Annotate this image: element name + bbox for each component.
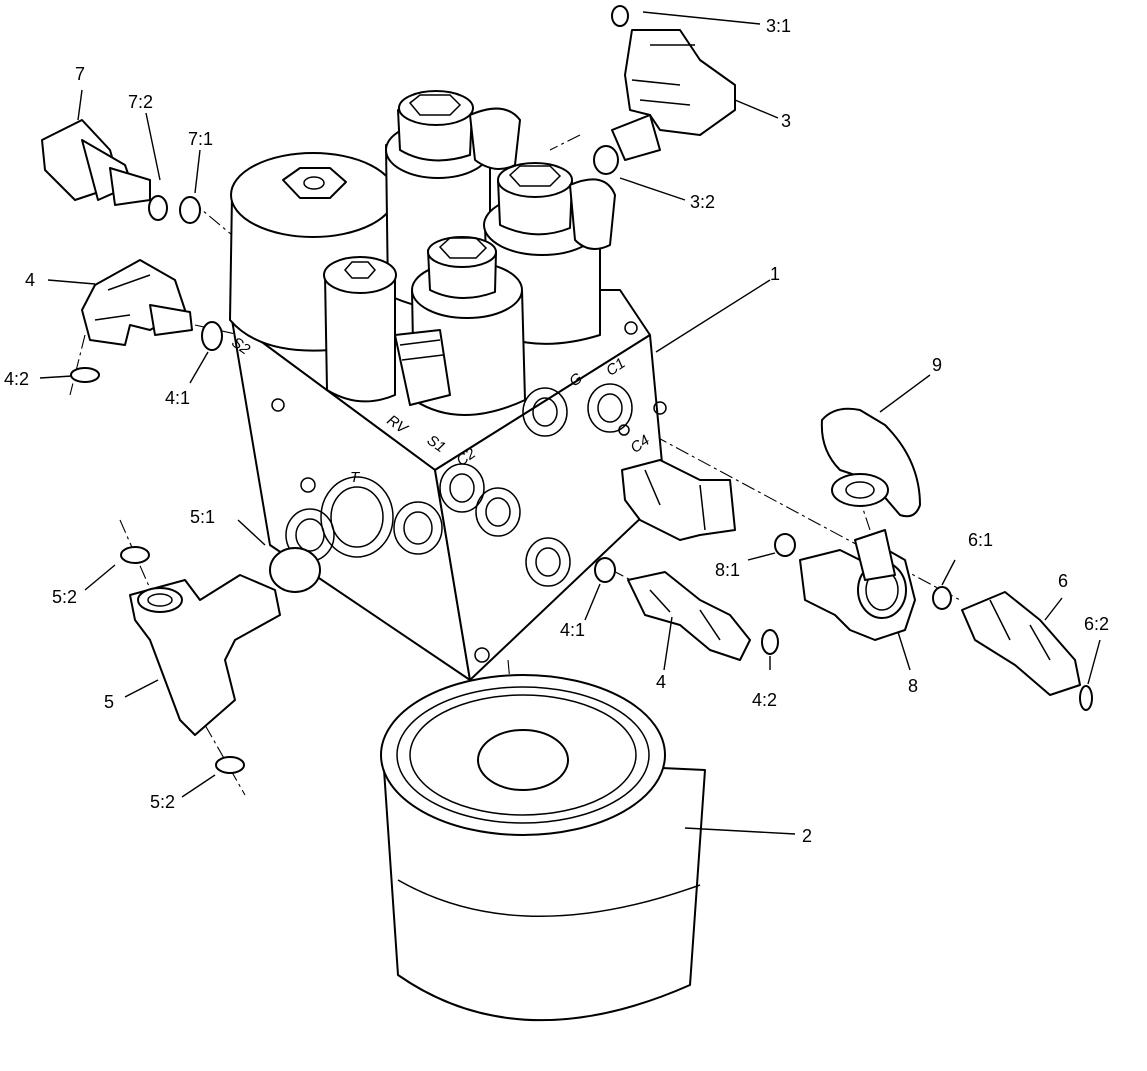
port-label-t: T: [350, 469, 361, 486]
callout-6-1: 6:1: [968, 530, 993, 550]
callout-5-2-upper: 5:2: [52, 587, 77, 607]
elbow-fitting-3: [593, 5, 736, 175]
callout-3: 3: [781, 111, 791, 131]
callout-4-1-left: 4:1: [165, 388, 190, 408]
callout-5-1: 5:1: [190, 507, 215, 527]
elbow-fitting-4-center: [594, 557, 779, 661]
callout-9: 9: [932, 355, 942, 375]
elbow-fitting-4-left: [70, 259, 223, 383]
elbow-fitting-8: [774, 529, 916, 641]
callout-5: 5: [104, 692, 114, 712]
callout-3-2: 3:2: [690, 192, 715, 212]
elbow-fitting-c4: [621, 459, 736, 541]
callout-4-2-left: 4:2: [4, 369, 29, 389]
callout-4-left: 4: [25, 270, 35, 290]
leader-lines: [39, 11, 1101, 835]
callout-6-2: 6:2: [1084, 614, 1109, 634]
tee-fitting-5: [120, 546, 321, 774]
callout-5-2-lower: 5:2: [150, 792, 175, 812]
callout-labels: 7 7:2 7:1 3:1 3 3:2 4 4:2 4:1 1 9 5:1 5:…: [4, 16, 1109, 846]
fitting-6: [932, 586, 1093, 711]
callout-6: 6: [1058, 571, 1068, 591]
callout-7: 7: [75, 64, 85, 84]
dust-cap-9: [820, 407, 921, 518]
filter-canister: [380, 674, 706, 1022]
callout-4-center: 4: [656, 672, 666, 692]
callout-8: 8: [908, 676, 918, 696]
callout-7-2: 7:2: [128, 92, 153, 112]
callout-8-1: 8:1: [715, 560, 740, 580]
solenoid-valve-stack: [229, 90, 616, 416]
callout-7-1: 7:1: [188, 129, 213, 149]
callout-3-1: 3:1: [766, 16, 791, 36]
fitting-7: [41, 119, 201, 224]
callout-2: 2: [802, 826, 812, 846]
callout-4-2-center: 4:2: [752, 690, 777, 710]
callout-4-1-center: 4:1: [560, 620, 585, 640]
callout-1: 1: [770, 264, 780, 284]
